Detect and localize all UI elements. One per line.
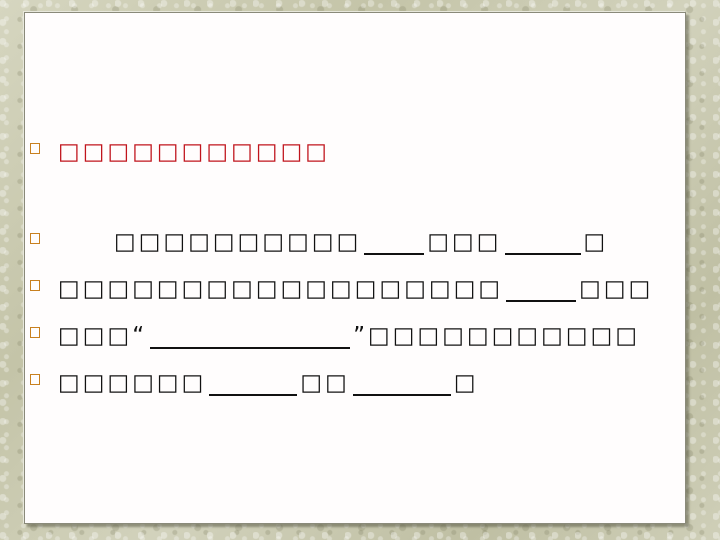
- square-bullet-icon: [30, 232, 40, 244]
- answer-blank: [150, 325, 351, 349]
- open-quote: “: [132, 323, 148, 349]
- fill-in-line-3: □□□“ ”□□□□□□□□□□□: [30, 321, 685, 351]
- title-line: □□□□□□□□□□□: [30, 137, 685, 167]
- answer-blank: [364, 231, 425, 255]
- text-segment: □□□□□□: [58, 370, 207, 396]
- fill-in-line-2: □□□□□□□□□□□□□□□□□□□□□: [30, 274, 685, 304]
- title-text: □□□□□□□□□□□: [58, 139, 331, 165]
- square-bullet-icon: [30, 279, 40, 291]
- text-segment: □: [453, 370, 479, 396]
- line-text: □□□□□□□□□□□□□□: [58, 229, 608, 255]
- square-bullet-icon: [30, 142, 40, 154]
- text-segment: □□□: [579, 276, 654, 302]
- fill-in-line-1: □□□□□□□□□□□□□□: [30, 227, 685, 257]
- square-bullet-icon: [30, 373, 40, 385]
- line-text: □□□□□□□□□□□□□□□□□□□□□: [58, 276, 653, 302]
- answer-blank: [209, 372, 298, 396]
- answer-blank: [504, 231, 581, 255]
- answer-blank: [506, 278, 577, 302]
- close-quote: ”: [353, 323, 369, 349]
- text-segment: □□: [300, 370, 350, 396]
- text-segment: □□□□□□□□□□: [114, 229, 362, 255]
- square-bullet-icon: [30, 326, 40, 338]
- line-text: □□□“ ”□□□□□□□□□□□: [58, 323, 640, 349]
- fill-in-line-4: □□□□□□□□□: [30, 368, 685, 398]
- answer-blank: [352, 372, 451, 396]
- text-segment: □□□□□□□□□□□□□□□□□□: [58, 276, 504, 302]
- text-segment: □□□: [427, 229, 502, 255]
- slide: □□□□□□□□□□□ □□□□□□□□□□□□□□ □□□□□□□□□□□□□…: [24, 12, 686, 524]
- text-segment: □: [583, 229, 609, 255]
- line-text: □□□□□□□□□: [58, 370, 479, 396]
- text-segment: □□□: [58, 323, 133, 349]
- text-segment: □□□□□□□□□□□: [368, 323, 641, 349]
